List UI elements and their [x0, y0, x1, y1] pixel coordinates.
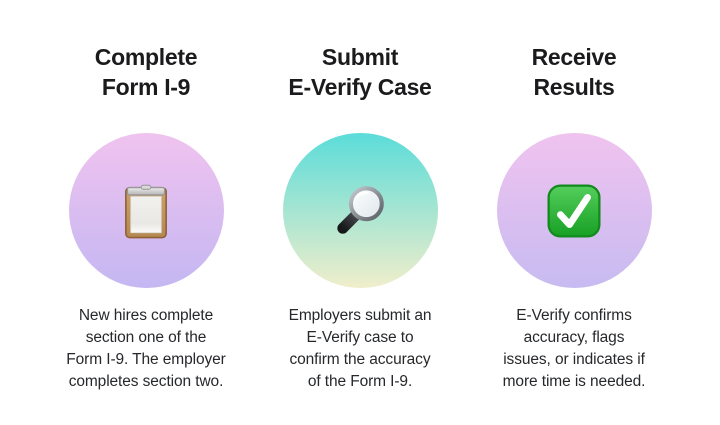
step-title-line: E-Verify Case: [288, 74, 432, 100]
step-description-line: New hires complete: [78, 307, 214, 324]
step-title: Complete Form I-9: [94, 42, 198, 102]
step-column-submit-everify-case: Submit E-Verify Case: [258, 42, 462, 425]
step-description: New hires complete section one of the Fo…: [66, 305, 226, 393]
step-description-line: of the Form I-9.: [307, 373, 413, 390]
gradient-circle: [496, 133, 652, 288]
step-title-line: Complete: [94, 44, 198, 70]
step-description-line: confirm the accuracy: [289, 351, 431, 368]
step-description: E-Verify confirms accuracy, flags issues…: [503, 305, 646, 393]
step-description-line: issues, or indicates if: [503, 351, 645, 368]
gradient-circle: [68, 133, 224, 288]
clipboard-icon: [125, 184, 167, 238]
step-description: Employers submit an E-Verify case to con…: [289, 305, 432, 393]
step-description-line: completes section two.: [68, 373, 224, 390]
step-column-complete-form-i9: Complete Form I-9: [44, 42, 248, 425]
check-mark-icon: [547, 183, 601, 238]
step-column-receive-results: Receive Results E-Verify confirms accura…: [472, 42, 676, 425]
step-title-line: Receive: [531, 44, 617, 70]
step-title-line: Form I-9: [101, 74, 191, 100]
step-description-line: E-Verify case to: [306, 329, 414, 346]
step-description-line: accuracy, flags: [523, 329, 625, 346]
step-title: Submit E-Verify Case: [288, 42, 431, 102]
step-title: Receive Results: [532, 42, 617, 102]
step-title-line: Submit: [321, 44, 399, 70]
step-title-line: Results: [533, 74, 615, 100]
step-description-line: Form I-9. The employer: [66, 351, 226, 368]
step-description-line: more time is needed.: [502, 373, 646, 390]
step-description-line: Employers submit an: [288, 307, 432, 324]
step-description-line: section one of the: [85, 329, 207, 346]
gradient-circle: [282, 133, 438, 288]
magnifying-glass-icon: [337, 185, 384, 234]
step-description-line: E-Verify confirms: [516, 307, 632, 324]
